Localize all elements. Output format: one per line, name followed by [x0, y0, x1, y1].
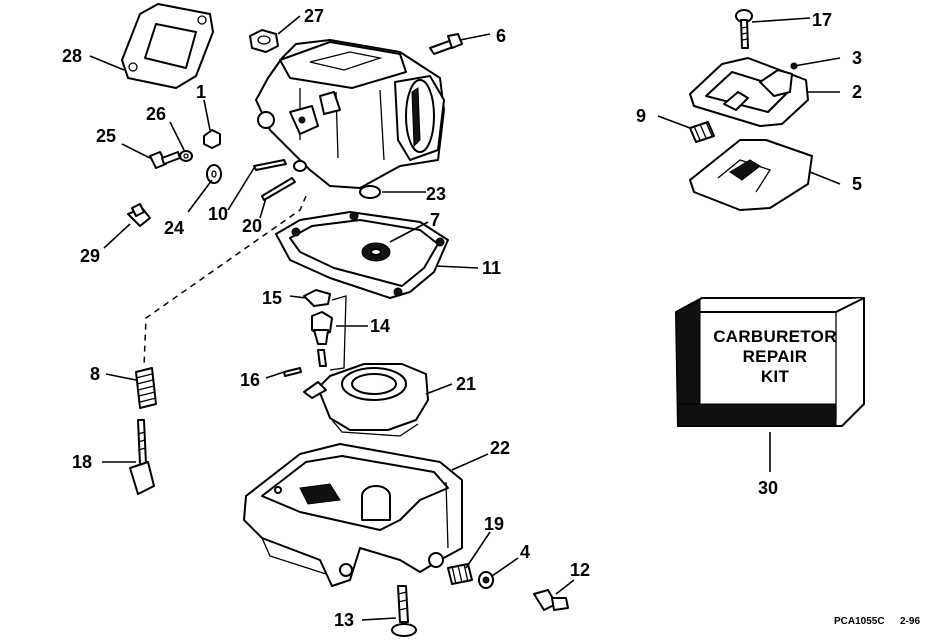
part-1-nut: [203, 129, 221, 149]
callout-11: 11: [482, 258, 501, 278]
part-17-screw: [735, 9, 753, 49]
callout-21: 21: [456, 374, 476, 394]
callout-12: 12: [570, 560, 590, 580]
figure-date: 2-96: [900, 616, 920, 627]
callout-13: 13: [334, 610, 354, 630]
callout-24: 24: [164, 218, 184, 238]
part-5-diaphragm: [689, 139, 813, 211]
callout-17: 17: [812, 10, 832, 30]
callout-16: 16: [240, 370, 260, 390]
callout-14: 14: [370, 316, 390, 336]
part-21-float: [303, 363, 429, 437]
part-20-pin: [261, 160, 307, 201]
leader-lines: [89, 15, 841, 621]
callout-29: 29: [80, 246, 100, 266]
callout-4: 4: [520, 542, 530, 562]
part-22-float-bowl: [243, 443, 463, 587]
callout-26: 26: [146, 104, 166, 124]
callout-22: 22: [490, 438, 510, 458]
callout-19: 19: [484, 514, 504, 534]
figure-code: PCA1055C: [834, 616, 885, 627]
part-26-washer: [179, 150, 193, 162]
callout-25: 25: [96, 126, 116, 146]
kit-label-line-1: CARBURETOR: [713, 327, 837, 346]
callout-numbers: 1 2 3 4 5 6 7 8 9 10 11 12 13 14 15 16 1…: [62, 6, 862, 630]
callout-30: 30: [758, 478, 778, 498]
part-2-fuel-pump-cover: [689, 57, 809, 127]
repair-kit-label: CARBURETOR REPAIR KIT: [713, 327, 837, 386]
part-23-plug: [359, 185, 381, 199]
part-9-spring: [689, 121, 715, 143]
callout-3: 3: [852, 48, 862, 68]
part-28-gasket: [121, 3, 214, 89]
callout-2: 2: [852, 82, 862, 102]
callout-27: 27: [304, 6, 324, 26]
callout-18: 18: [72, 452, 92, 472]
part-27-nut: [249, 29, 279, 53]
callout-8: 8: [90, 364, 100, 384]
part-carburetor-body: [255, 39, 445, 189]
kit-label-line-3: KIT: [761, 367, 790, 386]
callout-28: 28: [62, 46, 82, 66]
callout-1: 1: [196, 82, 206, 102]
part-12-fitting: [533, 589, 569, 611]
part-15-clip: [303, 289, 331, 307]
kit-label-line-2: REPAIR: [743, 347, 808, 366]
part-16-pin: [283, 367, 302, 377]
part-14-needle-seat: [311, 295, 347, 371]
callout-23: 23: [426, 184, 446, 204]
callout-6: 6: [496, 26, 506, 46]
part-24-washer: [206, 164, 222, 184]
callout-7: 7: [430, 210, 440, 230]
part-30-repair-kit-box: [675, 297, 865, 427]
callout-15: 15: [262, 288, 282, 308]
part-6-screw: [429, 33, 463, 55]
part-8-spring: [135, 367, 157, 409]
part-29-fitting: [127, 203, 151, 227]
part-25-screw: [149, 151, 181, 169]
part-19-spring: [447, 563, 473, 585]
callout-20: 20: [242, 216, 262, 236]
part-10-pin: [253, 159, 287, 171]
part-18-idle-screw: [129, 419, 155, 495]
callout-9: 9: [636, 106, 646, 126]
part-13-screw: [391, 585, 417, 637]
callout-5: 5: [852, 174, 862, 194]
part-4-washer: [478, 571, 494, 589]
callout-10: 10: [208, 204, 228, 224]
